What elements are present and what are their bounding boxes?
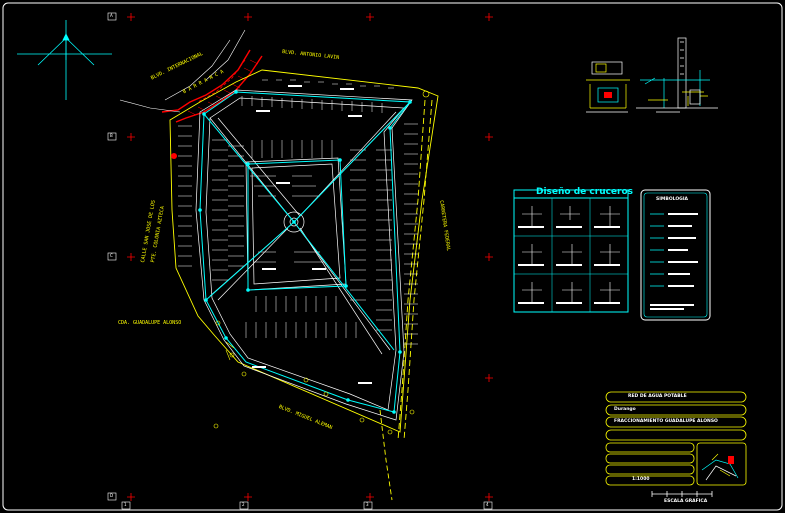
grid-label-col-1: 1: [124, 502, 127, 507]
title-block-footer: ESCALA GRAFICA: [664, 499, 708, 504]
grid-label-row-d: D: [110, 493, 114, 498]
grid-index-boxes: [107, 12, 493, 510]
grid-label-row-c: C: [110, 253, 113, 258]
grid-label-row-b: B: [110, 133, 113, 138]
legend-panel: [640, 189, 711, 321]
lot-markers: [213, 90, 430, 435]
north-roads: [119, 29, 246, 113]
detail-drawings: [586, 37, 718, 113]
title-block: [605, 391, 747, 497]
north-arrow-icon: [17, 20, 112, 100]
grid-label-col-3: 3: [366, 502, 369, 507]
grid-label-col-2: 2: [242, 502, 245, 507]
barranca-hatch: [187, 59, 259, 116]
grid-label-row-a: A: [110, 13, 113, 18]
lot-hatching: [178, 79, 418, 345]
west-red-marker: [171, 153, 177, 159]
title-block-field-2: Durango: [614, 407, 636, 412]
title-block-title: RED DE AGUA POTABLE: [628, 394, 687, 399]
street-southwest: CDA. GUADALUPE ALONSO: [118, 320, 182, 326]
legend-panel-title: SIMBOLOGIA: [656, 197, 689, 202]
grid-label-col-4: 4: [486, 502, 489, 507]
crossings-panel: [513, 189, 629, 313]
crossings-panel-title: Diseño de cruceros: [536, 187, 634, 197]
title-block-scale: 1:1000: [632, 477, 650, 482]
area-labels: [252, 85, 372, 384]
registration-marks: [127, 13, 493, 501]
site-boundary: [169, 69, 439, 501]
barranca: [161, 49, 263, 123]
location-map-icon: [701, 453, 739, 481]
block-layout: [195, 89, 413, 421]
title-block-field-3: FRACCIONAMIENTO GUADALUPE ALONSO: [614, 419, 718, 424]
water-nodes: [198, 90, 412, 414]
